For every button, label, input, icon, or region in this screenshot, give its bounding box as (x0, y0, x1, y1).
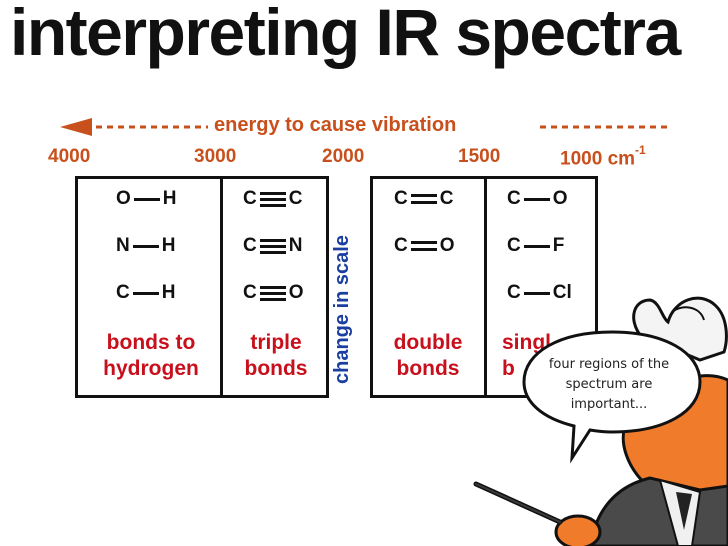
triple-bond-icon (259, 238, 286, 254)
tick-1000: 1000 cm-1 (560, 143, 646, 170)
page-title: interpreting IR spectra (10, 0, 681, 69)
tick-2000: 2000 (322, 146, 365, 167)
divider-left (220, 178, 223, 396)
single-bond-icon (523, 197, 550, 201)
single-bond-icon (132, 244, 159, 248)
single-bond-icon (523, 291, 550, 295)
axis-unit: cm (607, 148, 636, 170)
double-bond-icon (410, 194, 437, 204)
arrow-label: energy to cause vibration (214, 114, 457, 136)
tick-1500: 1500 (458, 146, 501, 167)
divider-right (484, 178, 487, 396)
axis-unit-exponent: -1 (635, 143, 646, 157)
double-bond-icon (410, 241, 437, 251)
tick-3000: 3000 (194, 146, 237, 167)
tick-4000: 4000 (48, 146, 91, 167)
left-region-box (75, 176, 329, 398)
triple-bond-icon (259, 285, 286, 301)
right-region-box (370, 176, 598, 398)
speech-bubble-text: four regions of the spectrum are importa… (548, 357, 670, 412)
single-bond-icon (523, 244, 550, 248)
single-bond-icon (132, 291, 159, 295)
triple-bond-icon (259, 191, 286, 207)
single-bond-icon (133, 197, 160, 201)
